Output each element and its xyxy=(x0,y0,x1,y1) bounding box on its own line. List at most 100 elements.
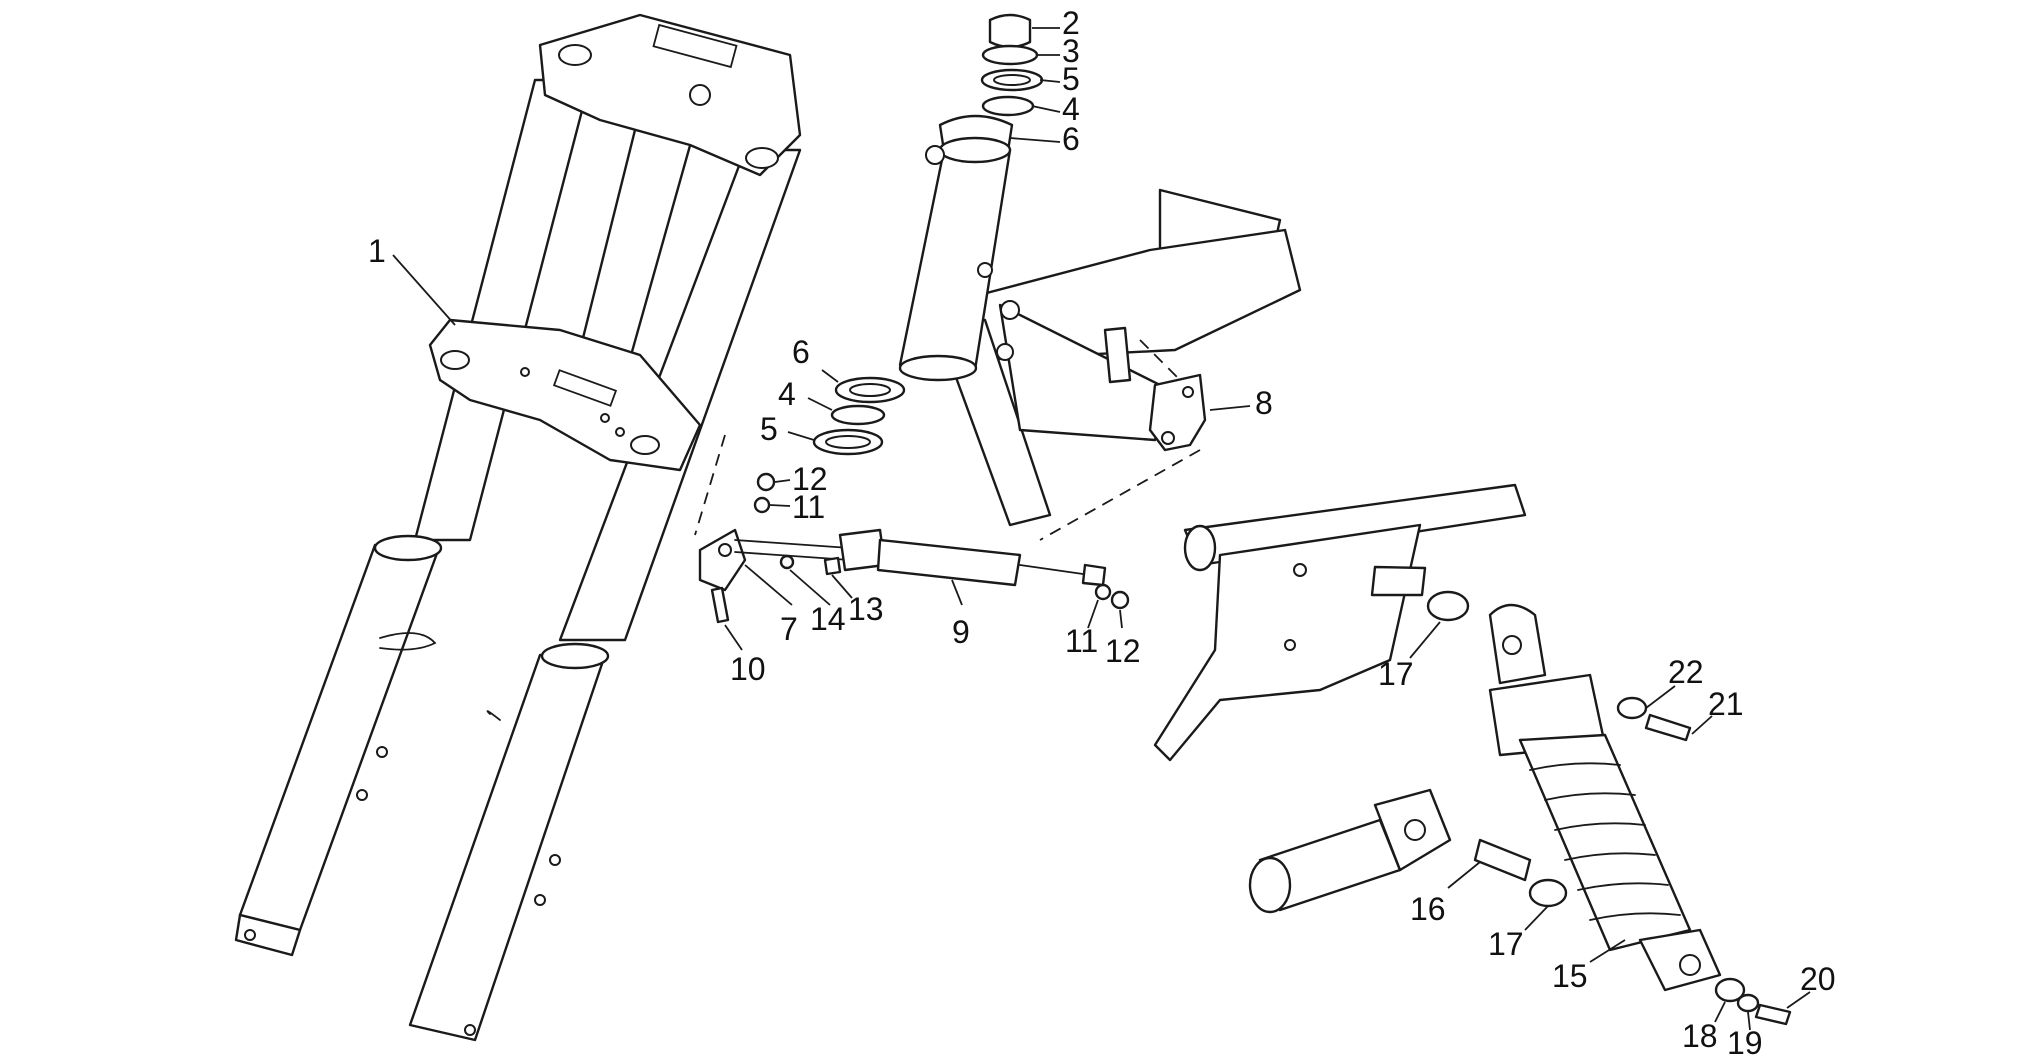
callout-numbers: 1 2 3 5 4 6 6 4 5 8 12 11 7 14 13 9 11 1… xyxy=(368,5,1836,1055)
leader-6a xyxy=(1009,137,1061,143)
leader-4b xyxy=(807,397,833,411)
head-tube-lug xyxy=(925,145,945,165)
leader-11a xyxy=(769,504,791,507)
callout-18: 18 xyxy=(1682,1018,1718,1054)
washer-18 xyxy=(1714,977,1746,1003)
shock-spring-coils xyxy=(1529,762,1681,921)
head-tube-top xyxy=(938,136,1012,164)
washer-22 xyxy=(1616,696,1648,720)
upper-clamp-bore-left xyxy=(558,44,592,66)
callout-15: 15 xyxy=(1552,958,1588,994)
callout-3: 3 xyxy=(1062,33,1080,69)
leader-22 xyxy=(1645,685,1676,709)
lower-bearing-6-bore xyxy=(849,383,891,397)
callout-11-upper: 11 xyxy=(792,489,825,525)
steering-damper-assembly xyxy=(698,472,1130,624)
fork-bolt-left-2 xyxy=(356,789,368,801)
leader-11b xyxy=(1087,599,1099,629)
leader-6b xyxy=(821,369,839,383)
callout-21: 21 xyxy=(1708,686,1744,722)
callout-17-lower: 17 xyxy=(1488,926,1524,962)
callout-1: 1 xyxy=(368,233,386,269)
frame-hole-1 xyxy=(977,262,993,278)
bolt-13 xyxy=(823,556,842,576)
leader-16 xyxy=(1447,861,1481,889)
damper-body-9 xyxy=(876,538,1022,587)
callout-7: 7 xyxy=(780,611,798,647)
damper-bracket-body xyxy=(1148,373,1207,452)
washer-17-lower xyxy=(1528,878,1568,908)
damper-rod xyxy=(734,539,851,549)
leader-4a xyxy=(1031,105,1061,113)
pivot-pin-upper xyxy=(1370,565,1427,597)
leader-17b xyxy=(1524,905,1549,931)
washer-14 xyxy=(779,554,795,570)
frame-headstock xyxy=(898,136,1302,527)
lower-clamp-bolt-1 xyxy=(520,367,530,377)
lower-clamp-bolt-2 xyxy=(600,413,610,423)
washer-19 xyxy=(1736,993,1760,1013)
washer-11-upper xyxy=(753,496,771,514)
lower-clamp-bore-left xyxy=(440,350,470,370)
leader-18 xyxy=(1714,1001,1726,1023)
callout-8: 8 xyxy=(1255,385,1273,421)
callout-16: 16 xyxy=(1410,891,1446,927)
upper-triple-clamp xyxy=(538,13,802,177)
leader-1 xyxy=(392,254,456,326)
subframe-hole-2 xyxy=(1284,639,1296,651)
stem-nut xyxy=(689,84,711,106)
callout-20: 20 xyxy=(1800,961,1836,997)
steering-nut-cap xyxy=(988,13,1032,49)
damper-mount-7 xyxy=(698,528,747,592)
damper-rod-end xyxy=(1019,564,1091,576)
assembly-line-damper-to-bracket xyxy=(1039,449,1201,541)
damper-mount-7-hole xyxy=(718,543,732,557)
subframe-hole-1 xyxy=(1293,563,1307,577)
callout-17-upper: 17 xyxy=(1378,656,1414,692)
assembly-line-bracket-to-frame xyxy=(1139,339,1181,381)
fork-bolt-right-1 xyxy=(549,854,561,866)
leader-12a xyxy=(774,479,791,483)
bolt-21 xyxy=(1644,713,1692,742)
rear-shock-assembly xyxy=(1370,565,1792,1026)
callout-6-lower: 6 xyxy=(792,334,810,370)
callout-12-upper: 12 xyxy=(792,461,828,497)
lower-clamp-bolt-3 xyxy=(615,427,625,437)
pivot-pin-16 xyxy=(1473,838,1532,882)
callout-5-lower: 5 xyxy=(760,411,778,447)
caliper-mount-right xyxy=(486,710,501,721)
leader-5b xyxy=(787,431,815,441)
leader-14 xyxy=(789,569,831,606)
fork-axle-bolt-left xyxy=(244,929,256,941)
fork-slider-right xyxy=(408,653,607,1042)
callout-4-upper: 4 xyxy=(1062,91,1080,127)
fork-dust-seal-left xyxy=(373,534,443,562)
leader-20 xyxy=(1786,991,1811,1009)
leader-21 xyxy=(1691,715,1713,735)
leader-13 xyxy=(831,574,853,599)
washer-11-lower xyxy=(1094,583,1112,601)
fork-axle-bolt-right xyxy=(464,1024,476,1036)
leader-19 xyxy=(1747,1011,1751,1031)
assembly-line-fork-to-damper xyxy=(694,434,726,536)
callout-19: 19 xyxy=(1727,1025,1763,1055)
callout-12-lower: 12 xyxy=(1105,633,1141,669)
lower-seal-4 xyxy=(830,404,886,426)
leader-7 xyxy=(744,564,793,606)
leader-12b xyxy=(1119,609,1123,629)
callout-2: 2 xyxy=(1062,5,1080,41)
shock-bottom-eye xyxy=(1638,928,1722,992)
frame-hole-3 xyxy=(996,343,1014,361)
lower-clamp-slot xyxy=(552,369,618,407)
frame-tab xyxy=(1103,326,1132,384)
nut-12-lower xyxy=(1110,590,1130,610)
steering-damper-bracket xyxy=(1148,373,1207,452)
callout-10: 10 xyxy=(730,651,766,687)
damper-end-eye xyxy=(1081,563,1107,587)
subframe-tube-end xyxy=(1183,524,1217,572)
leader-15 xyxy=(1589,939,1626,963)
rear-subframe xyxy=(1153,483,1527,762)
callout-14: 14 xyxy=(810,601,846,637)
swingarm-pivot-tube xyxy=(1248,788,1452,914)
